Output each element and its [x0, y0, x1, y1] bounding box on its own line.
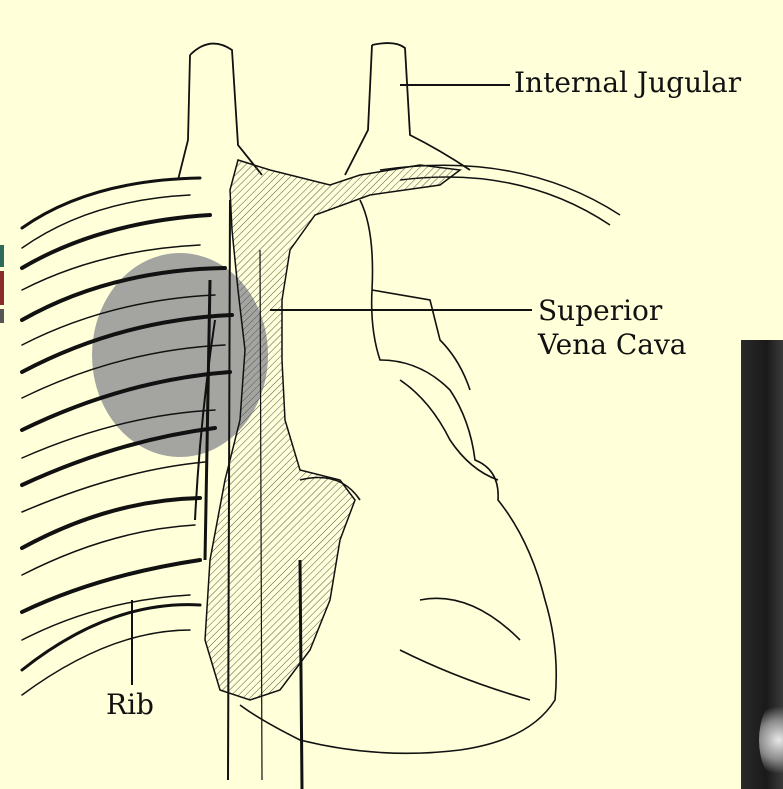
superior-vena-cava: [205, 160, 460, 700]
xray-glow: [759, 700, 783, 780]
internal-jugular-label: Internal Jugular: [514, 66, 741, 100]
svc-label-line2: Vena Cava: [538, 328, 686, 362]
svc-label-line1: Superior: [538, 294, 686, 328]
superior-vena-cava-label: Superior Vena Cava: [538, 294, 686, 362]
rib-label: Rib: [106, 688, 154, 722]
xray-image-fragment: [741, 340, 783, 789]
jugular-veins: [178, 43, 470, 180]
